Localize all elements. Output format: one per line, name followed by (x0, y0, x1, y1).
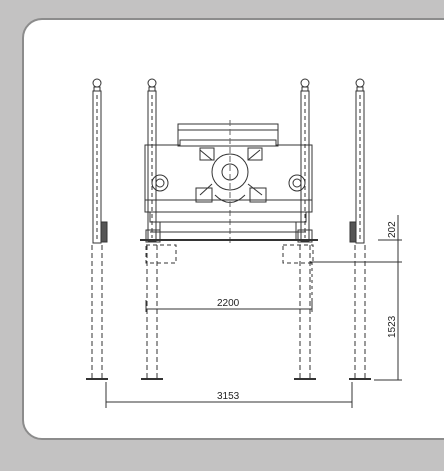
dimension-label-height-lower: 1523 (387, 315, 398, 338)
dimension-outer-width (105, 382, 353, 408)
dimension-heights (310, 215, 402, 381)
outer-right-column (349, 78, 371, 380)
outer-left-column (86, 78, 108, 380)
dimension-label-outer-width: 3153 (217, 391, 240, 402)
dimension-label-inner-width: 2200 (217, 298, 240, 309)
inner-right-column (294, 78, 316, 380)
dimension-inner-width (145, 262, 313, 312)
dimension-label-height-upper: 202 (387, 221, 398, 238)
engine-assembly (140, 120, 318, 264)
